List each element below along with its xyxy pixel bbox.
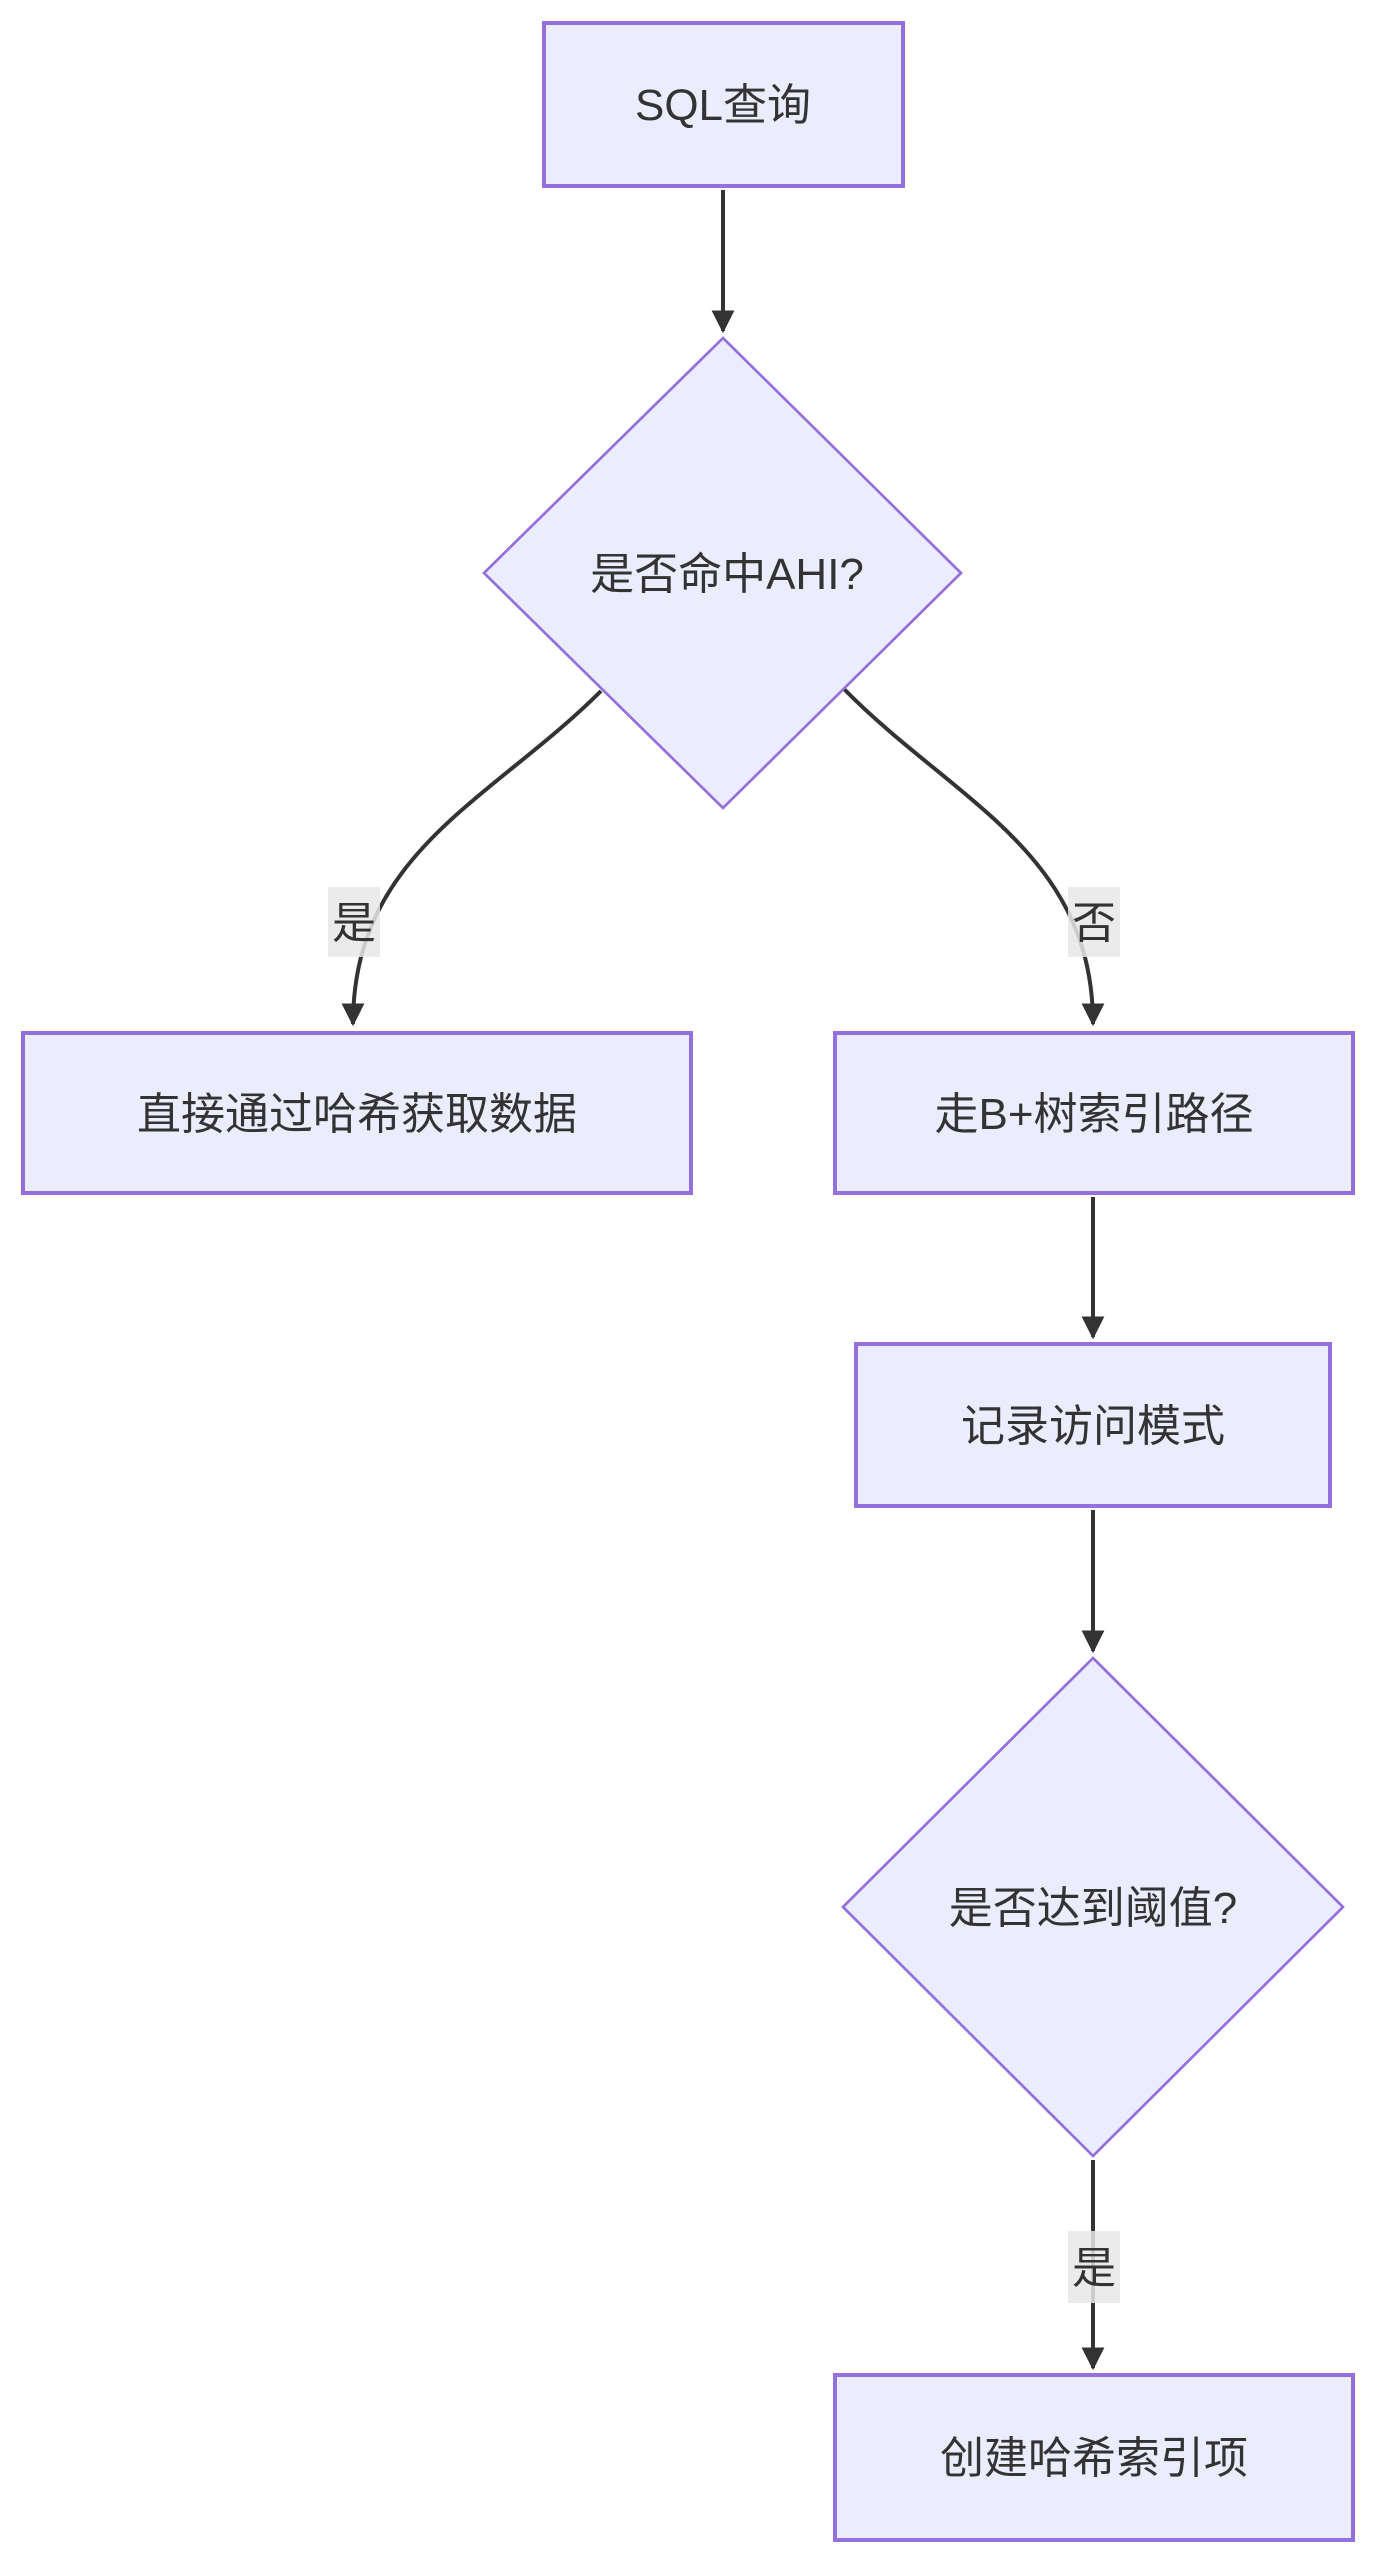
edge-label-yes-2-bg <box>1068 2231 1120 2303</box>
node-record-access: 记录访问模式 <box>854 1342 1332 1508</box>
node-sql-query-shape <box>542 21 905 188</box>
node-hash-fetch-shape <box>21 1031 693 1195</box>
edge-label-yes-1-bg <box>328 887 380 957</box>
node-btree-path-label: 走B+树索引路径 <box>934 1090 1253 1139</box>
edge-ahi-yes <box>341 689 603 1027</box>
node-create-hash-index-label: 创建哈希索引项 <box>940 2434 1248 2483</box>
node-record-access-label: 记录访问模式 <box>961 1402 1225 1451</box>
node-btree-path-shape <box>833 1031 1355 1195</box>
edge-label-no-bg <box>1068 887 1120 957</box>
node-hash-fetch: 直接通过哈希获取数据 <box>21 1031 693 1195</box>
node-ahi-hit-label: 是否命中AHI? <box>590 550 864 599</box>
edge-label-no-text: 否 <box>1072 899 1116 948</box>
node-sql-query-label: SQL查询 <box>635 81 811 130</box>
edge-ahi-no <box>842 687 1105 1027</box>
node-hash-fetch-label: 直接通过哈希获取数据 <box>137 1090 577 1139</box>
node-record-access-shape <box>854 1342 1332 1508</box>
edge-label-yes-2-text: 是 <box>1072 2244 1116 2293</box>
node-threshold-shape <box>841 1656 1345 2158</box>
node-create-hash-index-shape <box>833 2373 1355 2542</box>
node-create-hash-index: 创建哈希索引项 <box>833 2373 1355 2542</box>
edge-label-yes-1-text: 是 <box>332 899 376 948</box>
node-sql-query: SQL查询 <box>542 21 905 188</box>
node-ahi-hit-shape <box>482 336 963 810</box>
edge-label-yes-1: 是 <box>328 887 380 957</box>
node-threshold: 是否达到阈值? <box>841 1656 1345 2158</box>
node-btree-path: 走B+树索引路径 <box>833 1031 1355 1195</box>
node-threshold-label: 是否达到阈值? <box>949 1884 1237 1933</box>
edge-label-no: 否 <box>1068 887 1120 957</box>
edge-label-yes-2: 是 <box>1068 2231 1120 2303</box>
node-ahi-hit: 是否命中AHI? <box>482 336 963 810</box>
